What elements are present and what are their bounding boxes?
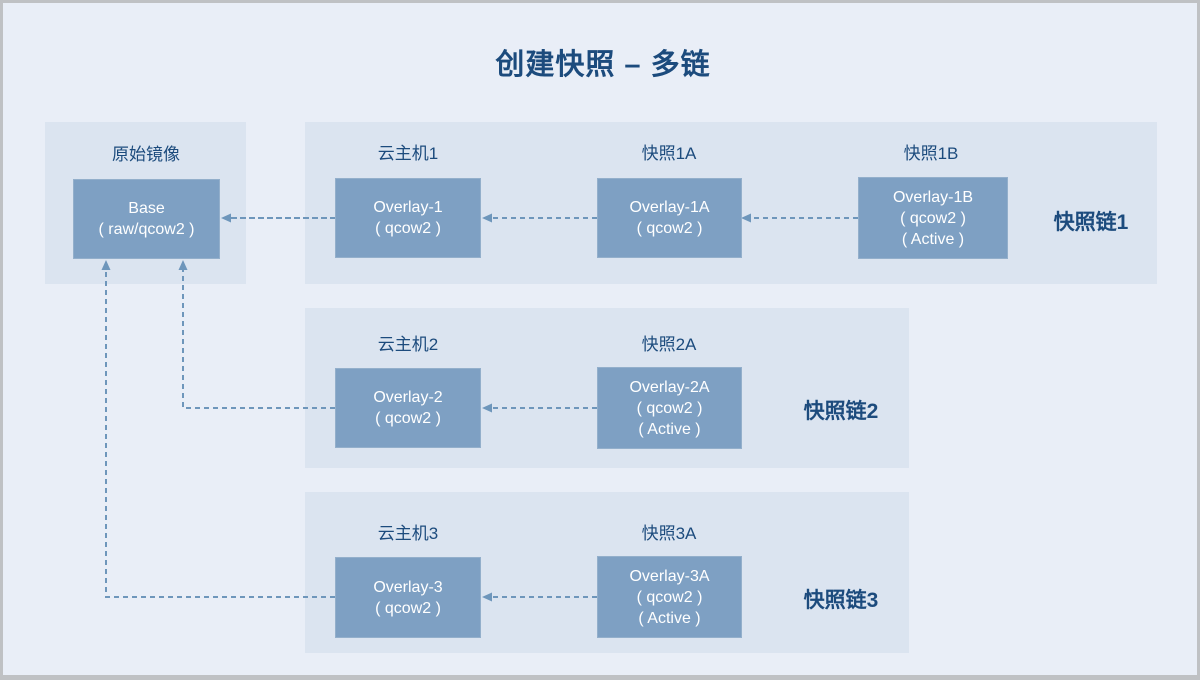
base-node: Base ( raw/qcow2 ) xyxy=(73,179,220,259)
column-header-vm1: 云主机1 xyxy=(377,144,439,163)
column-header-snapshot1a: 快照1A xyxy=(641,144,697,163)
overlay-3a-node-line: ( qcow2 ) xyxy=(636,588,703,606)
overlay-2a-node-line: ( Active ) xyxy=(638,420,701,438)
overlay-1-node-line: Overlay-1 xyxy=(373,199,443,216)
overlay-1-node-line: ( qcow2 ) xyxy=(375,220,441,237)
chain-2-label: 快照链2 xyxy=(803,400,879,423)
overlay-1b-node-line: Overlay-1B xyxy=(892,188,974,206)
overlay-2a-node: Overlay-2A ( qcow2 ) ( Active ) xyxy=(597,367,742,449)
overlay-2-node: Overlay-2 ( qcow2 ) xyxy=(335,368,481,448)
overlay-1b-node: Overlay-1B ( qcow2 ) ( Active ) xyxy=(858,177,1008,259)
overlay-2a-node-line: ( qcow2 ) xyxy=(636,399,703,417)
overlay-1a-node-line: ( qcow2 ) xyxy=(636,220,703,237)
overlay-3a-node-line: ( Active ) xyxy=(638,609,701,627)
column-header-vm3: 云主机3 xyxy=(377,524,439,543)
overlay-3-node: Overlay-3 ( qcow2 ) xyxy=(335,557,481,638)
overlay-3a-node-line: Overlay-3A xyxy=(629,567,710,585)
column-header-snapshot1b: 快照1B xyxy=(903,144,959,163)
column-header-vm2: 云主机2 xyxy=(377,335,439,354)
arrow-overlay3-to-base xyxy=(105,269,335,598)
overlay-2-node-line: ( qcow2 ) xyxy=(375,410,441,427)
base-image-panel-label: 原始镜像 xyxy=(112,145,180,164)
base-node-line: ( raw/qcow2 ) xyxy=(98,221,195,238)
diagram-title: 创建快照 – 多链 xyxy=(495,49,711,81)
overlay-1a-node: Overlay-1A ( qcow2 ) xyxy=(597,178,742,258)
chain-3-label: 快照链3 xyxy=(803,589,879,612)
column-header-snapshot3a: 快照3A xyxy=(641,524,697,543)
overlay-1-node: Overlay-1 ( qcow2 ) xyxy=(335,178,481,258)
overlay-1a-node-line: Overlay-1A xyxy=(629,199,710,216)
chain-1-label: 快照链1 xyxy=(1053,211,1129,234)
overlay-3-node-line: Overlay-3 xyxy=(373,578,443,596)
overlay-3-node-line: ( qcow2 ) xyxy=(375,599,441,617)
overlay-1b-node-line: ( qcow2 ) xyxy=(900,209,966,227)
column-header-snapshot2a: 快照2A xyxy=(641,335,697,354)
overlay-2a-node-line: Overlay-2A xyxy=(629,378,710,396)
overlay-2-node-line: Overlay-2 xyxy=(373,389,443,406)
overlay-1b-node-line: ( Active ) xyxy=(901,230,965,248)
base-node-line: Base xyxy=(128,200,165,217)
overlay-3a-node: Overlay-3A ( qcow2 ) ( Active ) xyxy=(597,556,742,638)
